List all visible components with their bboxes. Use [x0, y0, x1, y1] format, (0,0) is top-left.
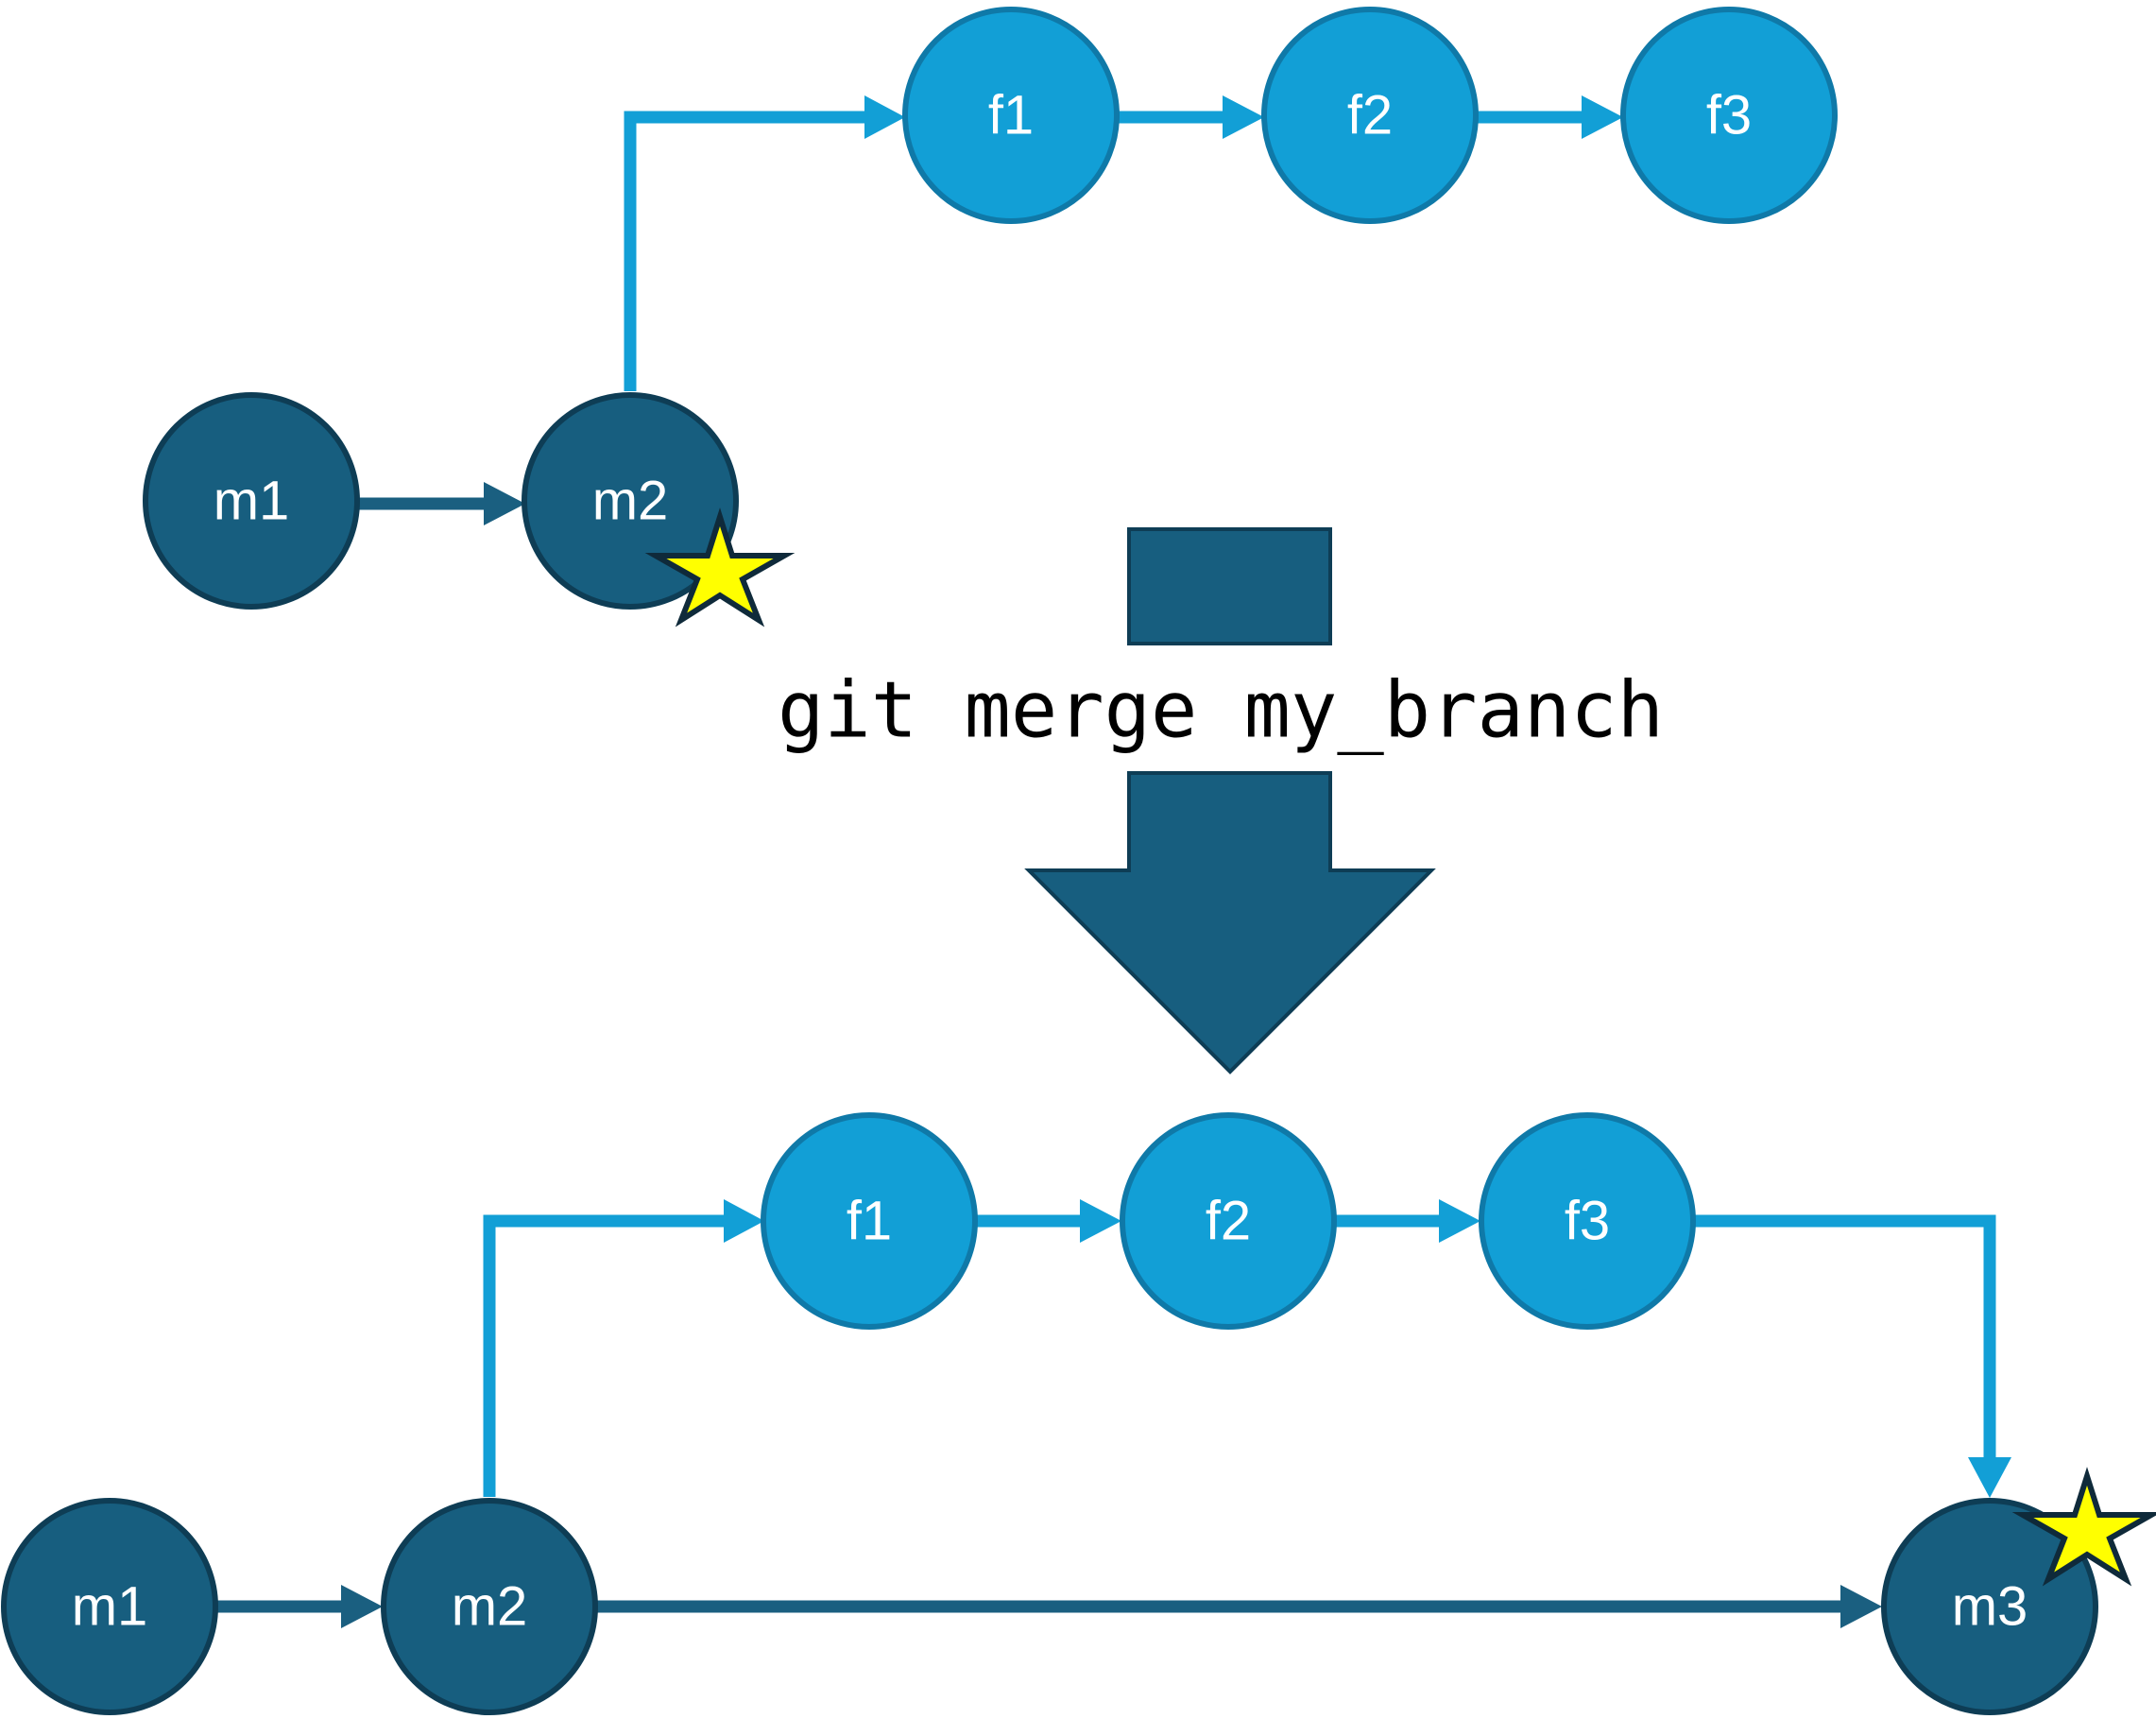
edge-before-m1-m2 — [357, 482, 525, 525]
commit-label: m1 — [72, 1576, 148, 1638]
commit-node-f1: f1 — [761, 1112, 978, 1330]
commit-label: f3 — [1706, 85, 1752, 146]
commit-label: m3 — [1952, 1576, 2028, 1638]
commit-label: m2 — [592, 471, 669, 532]
commit-node-f1: f1 — [902, 7, 1120, 224]
edge-after-f1-f2 — [976, 1199, 1121, 1243]
edge-after-m1-m2 — [214, 1585, 383, 1628]
before-graph: m1 m2 f1 f2 f3 — [143, 7, 1838, 627]
edge-before-f2-f3 — [1477, 95, 1623, 139]
edge-after-f3-m3 — [1694, 1214, 2011, 1498]
commit-label: m2 — [452, 1576, 528, 1638]
commit-label: f2 — [1347, 85, 1393, 146]
commit-label: f1 — [847, 1191, 892, 1252]
edge-after-m2-f1 — [483, 1199, 764, 1497]
commit-node-f3: f3 — [1620, 7, 1838, 224]
commit-node-m2: m2 — [381, 1498, 598, 1715]
commit-node-m1: m1 — [143, 392, 360, 610]
edge-before-f1-f2 — [1118, 95, 1264, 139]
commit-node-f2: f2 — [1261, 7, 1479, 224]
edge-after-f2-f3 — [1335, 1199, 1480, 1243]
edge-after-m2-m3 — [595, 1585, 1882, 1628]
commit-node-m1: m1 — [1, 1498, 218, 1715]
head-star-icon — [644, 507, 796, 627]
edge-before-m2-f1 — [624, 95, 905, 391]
after-graph: m1 m2 m3 f1 f2 f3 — [1, 1112, 2156, 1715]
commit-node-f2: f2 — [1120, 1112, 1337, 1330]
commit-node-m3: m3 — [1881, 1498, 2098, 1715]
git-command: git merge my_branch — [778, 666, 1664, 756]
merge-arrow — [1024, 527, 1436, 1074]
commit-label: f3 — [1565, 1191, 1610, 1252]
commit-label: f1 — [988, 85, 1034, 146]
commit-label: m1 — [214, 471, 290, 532]
commit-node-f3: f3 — [1479, 1112, 1696, 1330]
head-star-icon — [2011, 1467, 2156, 1587]
commit-label: f2 — [1206, 1191, 1251, 1252]
